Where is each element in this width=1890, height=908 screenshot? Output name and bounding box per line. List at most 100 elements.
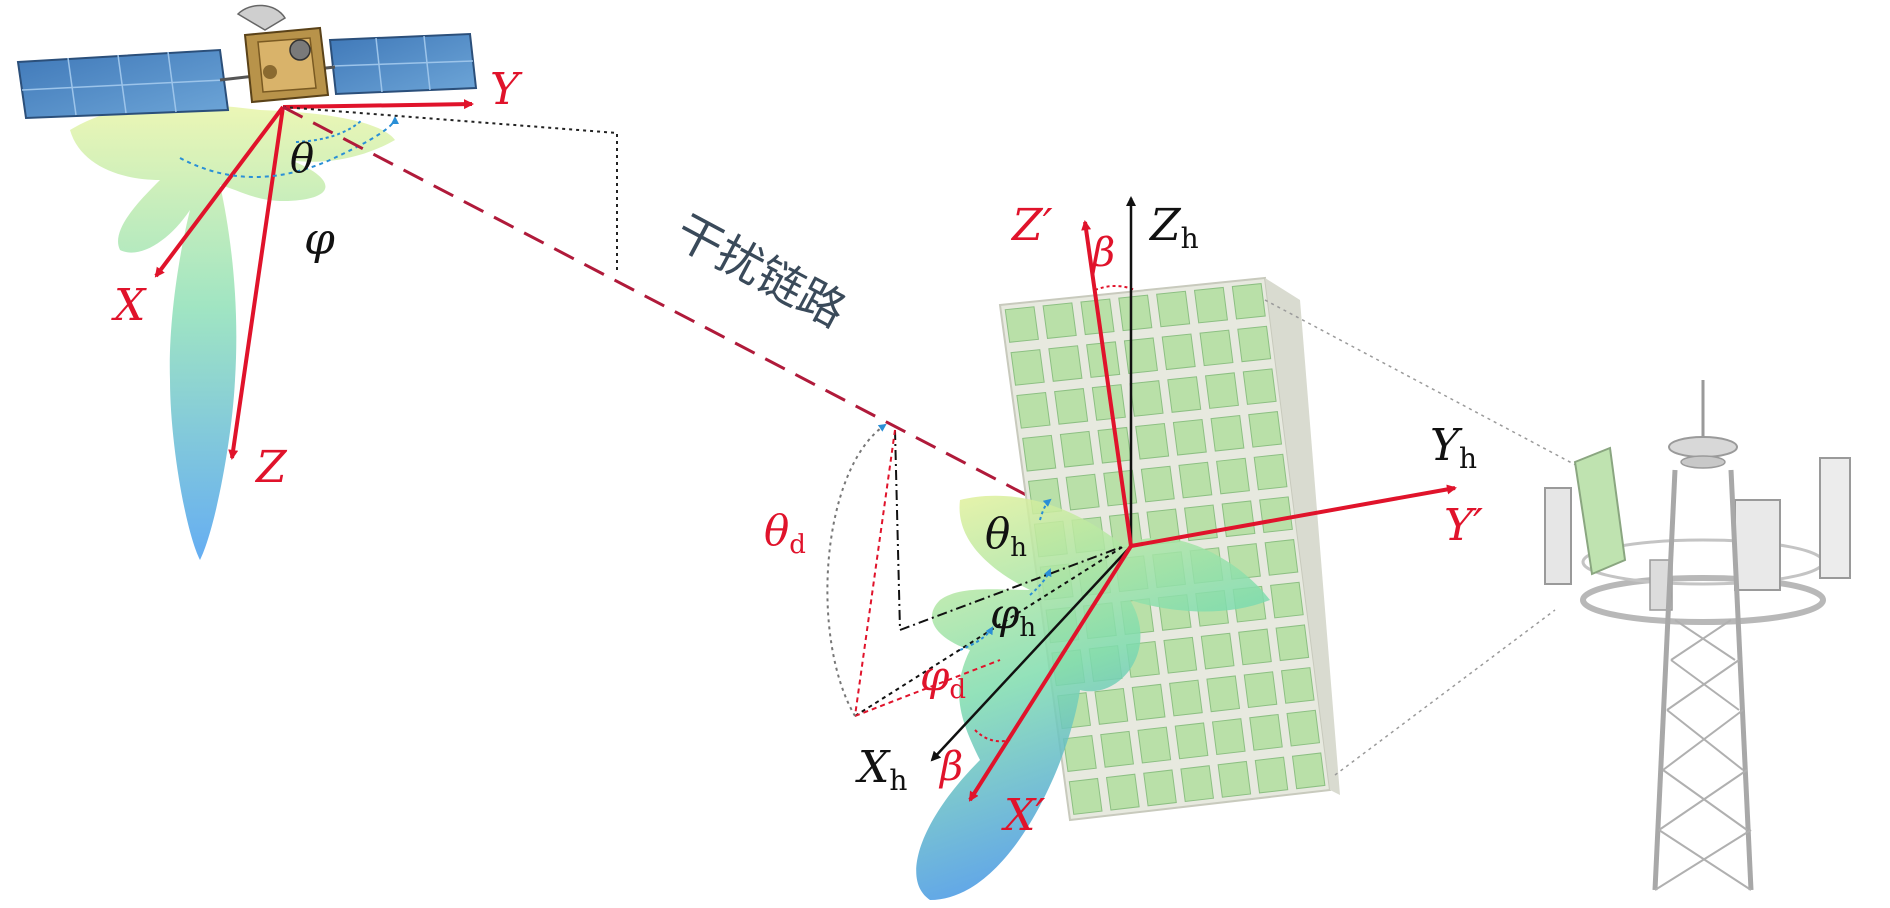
- antenna-element: [1048, 345, 1083, 382]
- y-h-label: Yh: [1430, 420, 1477, 475]
- satellite-beam-pattern: [70, 104, 395, 561]
- satellite-theta-arc: [295, 119, 363, 143]
- antenna-element: [1286, 709, 1321, 747]
- theta-d-label: θd: [764, 506, 806, 560]
- antenna-element: [1217, 760, 1252, 798]
- satellite-icon: [16, 4, 478, 120]
- satellite-z-label: Z: [254, 442, 288, 493]
- phi-d-label: φd: [920, 651, 966, 705]
- satellite-right-solar-panel: [328, 32, 478, 96]
- antenna-element: [1178, 461, 1213, 499]
- antenna-element: [1259, 496, 1293, 534]
- antenna-element: [1199, 329, 1234, 367]
- z-prime-label: Z′: [1010, 200, 1053, 251]
- antenna-element: [1129, 380, 1164, 417]
- satellite-left-solar-panel: [16, 48, 230, 120]
- antenna-element: [1238, 628, 1272, 666]
- satellite-body: [219, 4, 336, 104]
- satellite-phi-arc: [179, 116, 399, 178]
- antenna-element: [1016, 391, 1051, 429]
- antenna-element: [1270, 581, 1304, 619]
- y-prime-axis: [1130, 484, 1457, 548]
- antenna-element: [1163, 636, 1198, 674]
- zoom-guide-lines: [1264, 299, 1586, 776]
- theta-h-arc: [1039, 498, 1052, 521]
- antenna-element: [1065, 473, 1100, 511]
- theta-h-label: θh: [985, 509, 1027, 563]
- antenna-element: [1004, 306, 1039, 343]
- antenna-element: [1264, 539, 1299, 576]
- satellite-axes: [154, 99, 474, 460]
- antenna-element: [1123, 337, 1158, 374]
- antenna-element: [1248, 411, 1283, 448]
- antenna-element: [1068, 777, 1103, 815]
- ground-beam-pattern: [916, 495, 1270, 900]
- antenna-element: [1206, 675, 1241, 713]
- antenna-element: [1193, 286, 1228, 324]
- antenna-element: [1059, 430, 1094, 468]
- antenna-element: [1022, 434, 1057, 472]
- antenna-element: [1200, 632, 1235, 670]
- ground-axes: [930, 196, 1457, 802]
- satellite-projection-lines: [282, 106, 618, 273]
- antenna-element: [1100, 730, 1134, 768]
- antenna-element: [1180, 765, 1215, 803]
- satellite-angle-arcs: [179, 116, 399, 178]
- interference-link-line: [282, 105, 1126, 548]
- antenna-element: [1237, 325, 1272, 363]
- antenna-element: [1143, 769, 1177, 807]
- antenna-element: [1169, 679, 1203, 717]
- antenna-element: [1167, 376, 1202, 413]
- x-h-label: Xh: [855, 742, 907, 797]
- antenna-element: [1094, 687, 1129, 725]
- antenna-element: [1231, 283, 1266, 320]
- base-station-tower-icon: [1544, 380, 1851, 891]
- satellite-phi-label: φ: [304, 214, 335, 265]
- antenna-element: [1010, 349, 1045, 386]
- x-prime-label: X′: [1001, 790, 1045, 841]
- antenna-element: [1253, 453, 1288, 491]
- x-prime-axis: [968, 544, 1133, 802]
- beta-bottom-label: β: [938, 744, 963, 790]
- x-h-axis: [930, 545, 1132, 762]
- antenna-element: [1174, 722, 1209, 760]
- antenna-element: [1249, 713, 1283, 751]
- antenna-element: [1137, 726, 1172, 764]
- antenna-element: [1118, 294, 1153, 332]
- antenna-element: [1275, 624, 1310, 662]
- phi-h-label: φh: [990, 589, 1036, 643]
- satellite-y-label: Y: [490, 64, 523, 115]
- antenna-element: [1161, 333, 1196, 371]
- antenna-element: [1221, 500, 1256, 538]
- antenna-element: [1211, 718, 1246, 755]
- z-prime-axis: [1081, 220, 1133, 547]
- antenna-element: [1210, 415, 1245, 452]
- antenna-element: [1042, 302, 1077, 339]
- ground-projection-lines: [854, 429, 1125, 717]
- antenna-element: [1204, 372, 1239, 409]
- antenna-element: [1216, 457, 1250, 495]
- antenna-element: [1281, 667, 1315, 704]
- interference-link-label: 干扰链路: [667, 204, 855, 338]
- y-prime-label: Y′: [1444, 500, 1483, 551]
- theta-d-arc: [826, 423, 887, 717]
- antenna-element: [1242, 368, 1277, 405]
- satellite-x-label: X: [111, 280, 147, 331]
- antenna-element: [1243, 671, 1278, 709]
- antenna-element: [1105, 773, 1140, 811]
- phi-d-arc: [959, 626, 994, 651]
- antenna-element: [1062, 735, 1097, 772]
- antenna-element: [1131, 683, 1166, 721]
- beta-top-label: β: [1090, 230, 1115, 276]
- antenna-element: [1103, 469, 1138, 507]
- antenna-element: [1054, 388, 1089, 425]
- z-h-label: Zh: [1148, 200, 1199, 255]
- antenna-element: [1172, 418, 1207, 456]
- antenna-element: [1140, 465, 1175, 503]
- antenna-element: [1135, 422, 1170, 460]
- beta-top-arc: [1094, 285, 1136, 291]
- satellite-theta-label: θ: [290, 136, 314, 182]
- antenna-element: [1156, 290, 1191, 328]
- antenna-element: [1291, 752, 1326, 790]
